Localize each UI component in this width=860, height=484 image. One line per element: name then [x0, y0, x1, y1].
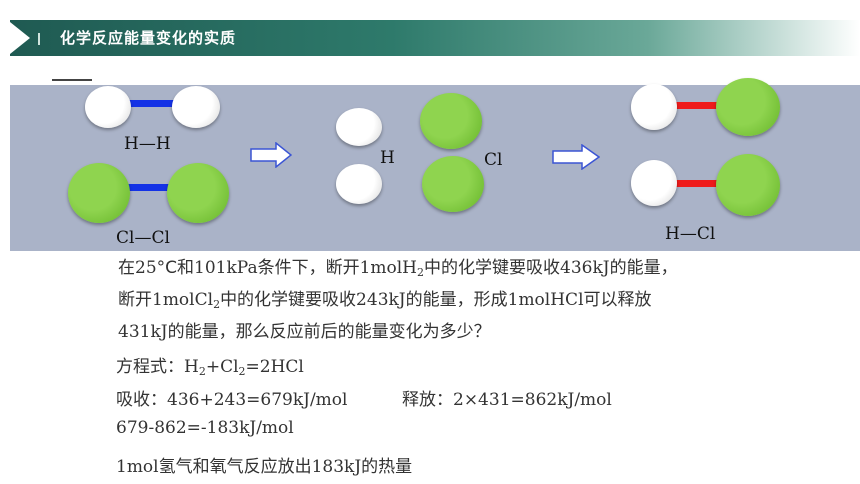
chlorine-atom — [716, 78, 780, 136]
slide-title: 化学反应能量变化的实质 — [60, 29, 237, 47]
degree-celsius: °C — [156, 258, 178, 278]
h-h-label: H—H — [124, 134, 171, 154]
decorative-dash — [52, 79, 92, 81]
h-h-bond — [120, 100, 180, 107]
h-cl-label: H—Cl — [665, 224, 716, 244]
right-arrow-icon — [250, 142, 292, 168]
chlorine-atom — [68, 163, 130, 223]
h-label: H — [380, 148, 395, 168]
h-cl-bond — [668, 180, 723, 187]
problem-line-1: 在25°C和101kPa条件下，断开1molH2中的化学键要吸收436kJ的能量… — [118, 258, 678, 279]
title-separator — [38, 33, 40, 45]
cl-cl-label: Cl—Cl — [116, 228, 170, 248]
conclusion-line: 1mol氢气和氧气反应放出183kJ的热量 — [116, 457, 413, 477]
equation-line: 方程式：H2+Cl2=2HCl — [116, 357, 304, 378]
problem-line-3: 431kJ的能量，那么反应前后的能量变化为多少？ — [118, 322, 491, 342]
chlorine-atom — [422, 156, 484, 212]
h-cl-bond — [668, 102, 723, 109]
release-line: 释放：2×431=862kJ/mol — [402, 390, 612, 410]
hydrogen-atom — [631, 160, 677, 206]
energy-diff-line: 679-862=-183kJ/mol — [116, 418, 294, 438]
right-arrow-icon — [552, 144, 600, 170]
hydrogen-atom — [85, 86, 131, 128]
play-arrow-icon — [10, 22, 30, 54]
cl-label: Cl — [484, 150, 503, 170]
hydrogen-atom — [336, 108, 382, 146]
hydrogen-atom — [631, 84, 677, 130]
chlorine-atom — [167, 163, 229, 223]
title-bar — [10, 20, 860, 56]
chlorine-atom — [420, 93, 482, 149]
chlorine-atom — [716, 154, 780, 216]
problem-line-2: 断开1molCl2中的化学键要吸收243kJ的能量，形成1molHCl可以释放 — [118, 290, 652, 311]
absorb-line: 吸收：436+243=679kJ/mol — [116, 390, 348, 410]
hydrogen-atom — [336, 164, 382, 204]
hydrogen-atom — [172, 86, 220, 128]
cl-cl-bond — [110, 184, 180, 191]
